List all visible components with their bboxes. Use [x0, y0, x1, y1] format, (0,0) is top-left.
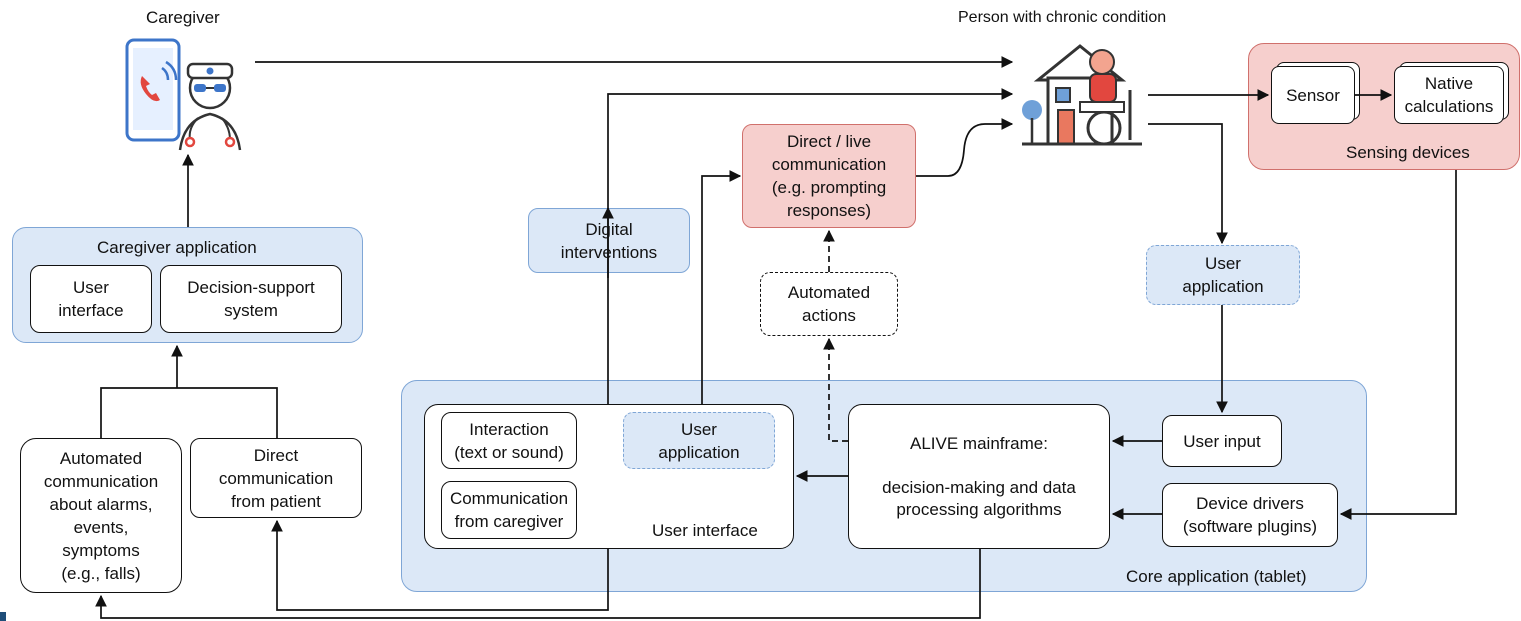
direct-live-communication-box: Direct / live communication (e.g. prompt… — [742, 124, 916, 228]
automated-communication-box: Automated communication about alarms, ev… — [20, 438, 182, 593]
user-input-box: User input — [1162, 415, 1282, 467]
corner-marker — [0, 612, 6, 621]
caregiver-user-interface-box: User interface — [30, 265, 152, 333]
interaction-box: Interaction (text or sound) — [441, 412, 577, 469]
sensing-devices-title: Sensing devices — [1346, 143, 1470, 162]
caregiver-application-title: Caregiver application — [97, 238, 257, 257]
caregiver-label: Caregiver — [146, 8, 220, 27]
direct-communication-patient-box: Direct communication from patient — [190, 438, 362, 518]
caregiver-doctor-phone-icon — [125, 38, 242, 151]
person-in-wheelchair-house-icon — [1022, 44, 1142, 146]
decision-support-box: Decision-support system — [160, 265, 342, 333]
device-drivers-box: Device drivers (software plugins) — [1162, 483, 1338, 547]
core-application-title: Core application (tablet) — [1126, 567, 1307, 586]
communication-caregiver-box: Communication from caregiver — [441, 481, 577, 539]
person-label: Person with chronic condition — [958, 9, 1167, 26]
user-application-box: User application — [1146, 245, 1300, 305]
alive-mainframe-box: ALIVE mainframe: decision-making and dat… — [848, 404, 1110, 549]
digital-interventions-box: Digital interventions — [528, 208, 690, 273]
user-interface-title: User interface — [652, 521, 758, 540]
core-user-application-box: User application — [623, 412, 775, 469]
automated-actions-box: Automated actions — [760, 272, 898, 336]
sensor-box: Sensor — [1271, 66, 1355, 124]
native-calculations-box: Native calculations — [1394, 66, 1504, 124]
